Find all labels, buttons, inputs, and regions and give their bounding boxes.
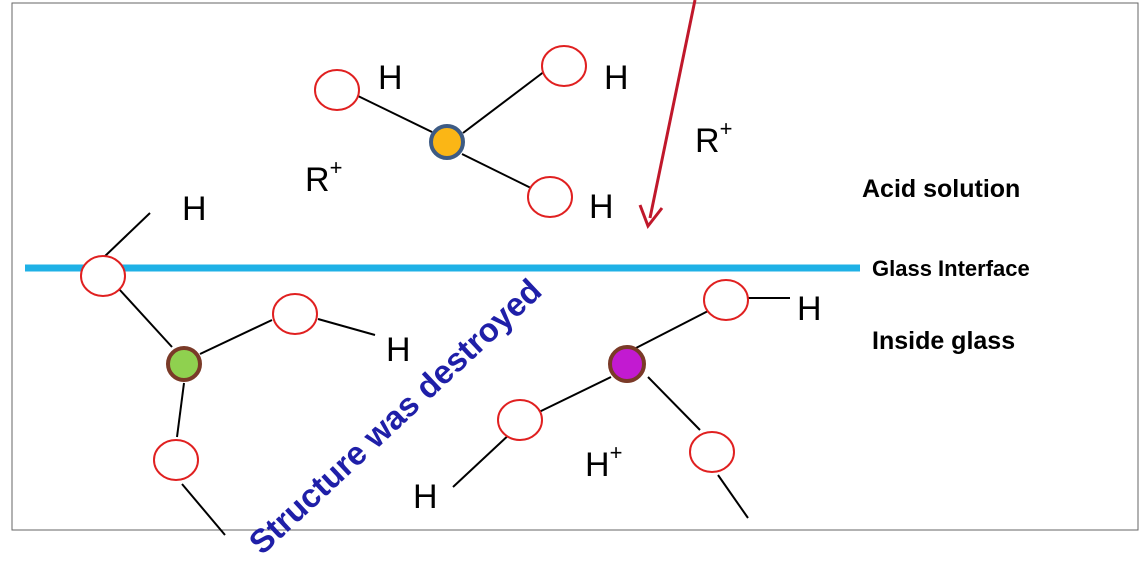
- hydrogen-label: H: [378, 59, 403, 97]
- r-ion-symbol: R: [305, 161, 330, 199]
- bond: [102, 212, 151, 259]
- oxygen-atom: [153, 439, 199, 481]
- oxygen-atom: [527, 176, 573, 218]
- oxygen-atom: [689, 431, 735, 473]
- bonds: [102, 70, 790, 536]
- plus-sign: +: [720, 116, 733, 141]
- inside-glass-label: Inside glass: [872, 327, 1015, 355]
- bond: [635, 309, 711, 349]
- hydrogen-label: H: [604, 59, 629, 97]
- oxygen-atoms: [80, 45, 749, 481]
- bond: [538, 376, 612, 413]
- glass-interface-label: Glass Interface: [872, 256, 1030, 281]
- hydrogen-label: H: [386, 331, 411, 369]
- plus-sign: +: [330, 155, 343, 180]
- r-ion-symbol: R: [695, 122, 720, 160]
- h-ion-symbol: H: [585, 446, 610, 484]
- bond: [717, 474, 749, 519]
- diagram-frame: [11, 2, 1139, 531]
- oxygen-atom: [541, 45, 587, 87]
- hydrogen-label: H: [589, 188, 614, 226]
- bond: [462, 70, 546, 134]
- center-atom-purple: [608, 345, 646, 383]
- hydrogen-label: H: [413, 478, 438, 516]
- hydrogen-labels: H H H H H H H: [182, 59, 822, 516]
- arrow-shaft: [648, 0, 697, 219]
- oxygen-atom: [703, 279, 749, 321]
- acid-solution-label: Acid solution: [862, 175, 1020, 203]
- hydrogen-label: H: [797, 290, 822, 328]
- bond: [199, 319, 273, 355]
- oxygen-atom: [497, 399, 543, 441]
- r-ion-label-right: R+: [695, 116, 732, 160]
- plus-sign: +: [610, 440, 623, 465]
- bond: [181, 483, 226, 536]
- bond: [452, 431, 513, 488]
- oxygen-atom: [272, 293, 318, 335]
- r-ion-label-left: R+: [305, 155, 342, 199]
- bond: [176, 382, 185, 438]
- arrow-head: [638, 204, 664, 230]
- center-atom-green: [166, 346, 202, 382]
- center-atom-orange: [429, 124, 465, 160]
- bond: [461, 153, 536, 191]
- bond: [647, 376, 701, 431]
- oxygen-atom: [314, 69, 360, 111]
- bond: [118, 288, 173, 348]
- arrow: [638, 0, 697, 230]
- h-ion-label: H+: [585, 440, 622, 484]
- hydrogen-label: H: [182, 190, 207, 228]
- bond: [357, 95, 433, 133]
- oxygen-atom: [80, 255, 126, 297]
- bond: [317, 318, 376, 336]
